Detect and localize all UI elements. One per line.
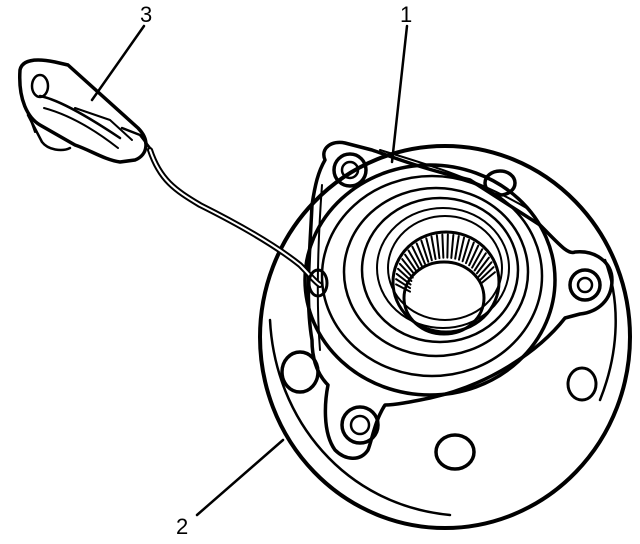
spline-tooth: [420, 239, 430, 263]
mount-boss-right: [568, 268, 602, 302]
spline-tooth: [473, 252, 487, 272]
sensor-connector: [18, 58, 152, 164]
leader-line-2: [195, 438, 285, 517]
splined-bore: [391, 230, 501, 336]
spline-tooth: [396, 267, 413, 282]
callout-3: 3: [140, 2, 152, 27]
wheel-speed-sensor: [18, 58, 329, 298]
spline-tooth: [446, 233, 449, 259]
hub-bearing-assembly: [303, 140, 614, 460]
spline-tooth: [454, 235, 460, 260]
spline-tooth: [461, 238, 471, 263]
spline-tooth: [425, 237, 433, 262]
spline-tooth: [395, 272, 412, 286]
callout-2: 2: [176, 514, 188, 539]
spline-tooth: [395, 283, 412, 293]
spline-tooth: [435, 234, 441, 260]
spline-tooth: [471, 248, 484, 269]
leader-line-3: [90, 24, 146, 102]
spline-tooth: [411, 245, 423, 267]
spline-tooth: [398, 262, 414, 279]
callout-1: 1: [400, 2, 412, 27]
spline-tooth: [404, 253, 418, 273]
lug-hole: [566, 366, 598, 402]
spline-tooth: [465, 241, 475, 265]
spline-tooth: [401, 258, 416, 276]
wheel-flange: [258, 144, 632, 530]
leader-line-1: [390, 24, 409, 164]
spline-tooth: [441, 233, 445, 259]
spline-tooth: [457, 236, 466, 261]
spline-tooth: [415, 242, 426, 265]
spline-tooth: [475, 256, 490, 275]
mount-boss-top: [332, 152, 368, 188]
mount-boss-bottom: [340, 405, 380, 445]
lug-hole: [483, 169, 517, 197]
spline-tooth: [480, 271, 496, 285]
spline-tooth: [430, 235, 437, 260]
spline-tooth: [395, 278, 412, 290]
spline-tooth: [479, 266, 495, 281]
spline-tooth: [450, 234, 455, 259]
spline-tooth: [468, 244, 480, 267]
spline-tooth: [477, 261, 493, 278]
spline-tooth: [407, 249, 421, 270]
lug-hole: [434, 433, 476, 471]
